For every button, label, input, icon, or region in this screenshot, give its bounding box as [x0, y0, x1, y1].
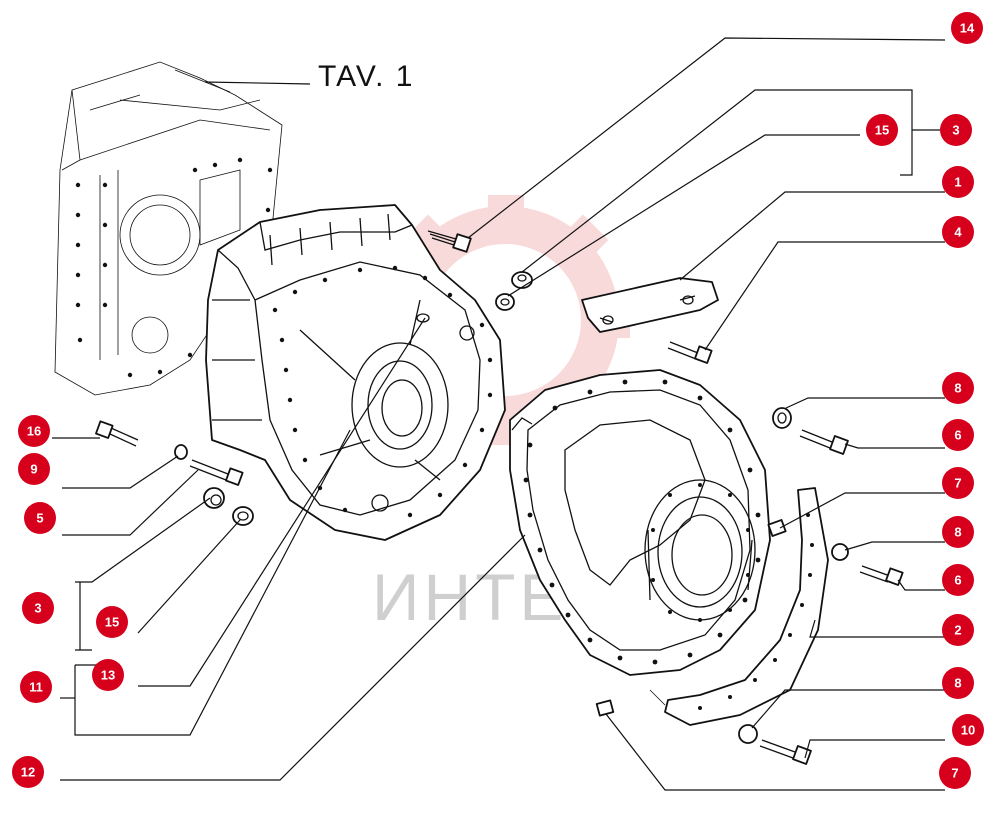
callout-8[interactable]: 8 — [942, 372, 974, 404]
nut-3-left — [203, 487, 225, 509]
svg-text:7: 7 — [954, 476, 961, 491]
callout-16[interactable]: 16 — [18, 415, 50, 447]
bolt-10 — [759, 739, 812, 765]
plate-2 — [664, 487, 829, 726]
svg-text:5: 5 — [36, 511, 43, 526]
washer-8-bottom — [738, 724, 758, 744]
svg-text:1: 1 — [954, 175, 961, 190]
page-title: TAV. 1 — [318, 60, 415, 93]
leader-lines — [52, 37, 946, 791]
washer-8-mid — [831, 543, 849, 561]
svg-text:7: 7 — [951, 766, 958, 781]
callouts: 14 15 3 1 4 8 6 7 8 6 2 8 10 7 16 9 5 3 … — [12, 12, 984, 789]
callout-12[interactable]: 12 — [12, 756, 44, 788]
washer-8-top — [772, 407, 792, 429]
title-leader — [204, 81, 311, 85]
washer-15-left — [232, 506, 254, 526]
svg-text:14: 14 — [960, 21, 975, 36]
callout-9[interactable]: 9 — [18, 453, 50, 485]
bolt-4 — [667, 341, 713, 364]
intermediate-housing-left — [205, 204, 506, 541]
callout-4[interactable]: 4 — [942, 216, 974, 248]
bolt-14 — [427, 230, 472, 253]
callout-6[interactable]: 6 — [942, 419, 974, 451]
svg-text:6: 6 — [954, 573, 961, 588]
bolt-5 — [189, 459, 244, 486]
svg-text:8: 8 — [954, 676, 961, 691]
nut-7-top — [767, 519, 787, 537]
callout-15[interactable]: 15 — [866, 114, 898, 146]
nut-7-bottom — [595, 699, 615, 717]
callout-1[interactable]: 1 — [942, 166, 974, 198]
callout-8[interactable]: 8 — [942, 516, 974, 548]
callout-3[interactable]: 3 — [940, 114, 972, 146]
bracket-1 — [581, 277, 719, 333]
callout-14[interactable]: 14 — [951, 12, 983, 44]
svg-text:12: 12 — [21, 765, 35, 780]
bolt-6-top — [799, 429, 849, 455]
callout-3[interactable]: 3 — [22, 592, 54, 624]
callout-7[interactable]: 7 — [939, 757, 971, 789]
callout-2[interactable]: 2 — [942, 614, 974, 646]
callout-11[interactable]: 11 — [20, 671, 52, 703]
callout-13[interactable]: 13 — [92, 659, 124, 691]
svg-text:8: 8 — [954, 381, 961, 396]
cover-right — [509, 369, 771, 676]
nut-15-top — [495, 271, 533, 311]
svg-text:2: 2 — [954, 623, 961, 638]
svg-text:11: 11 — [29, 680, 43, 695]
svg-text:4: 4 — [954, 225, 962, 240]
callout-5[interactable]: 5 — [24, 502, 56, 534]
nut-9 — [174, 444, 188, 460]
callout-6[interactable]: 6 — [942, 564, 974, 596]
callout-7[interactable]: 7 — [942, 467, 974, 499]
flange-bolt-holes-left — [272, 265, 493, 518]
bolt-16 — [95, 420, 139, 447]
svg-text:10: 10 — [961, 723, 975, 738]
svg-text:3: 3 — [952, 123, 959, 138]
svg-text:16: 16 — [27, 424, 41, 439]
svg-text:15: 15 — [875, 123, 889, 138]
svg-text:15: 15 — [105, 615, 119, 630]
callout-8[interactable]: 8 — [942, 667, 974, 699]
callout-15[interactable]: 15 — [96, 606, 128, 638]
svg-text:6: 6 — [954, 428, 961, 443]
callout-10[interactable]: 10 — [952, 714, 984, 746]
svg-text:8: 8 — [954, 525, 961, 540]
flange-bolt-holes-right — [523, 379, 761, 665]
svg-text:3: 3 — [34, 601, 41, 616]
bolt-6-lower — [859, 565, 904, 586]
svg-text:13: 13 — [101, 668, 115, 683]
svg-text:9: 9 — [30, 462, 37, 477]
